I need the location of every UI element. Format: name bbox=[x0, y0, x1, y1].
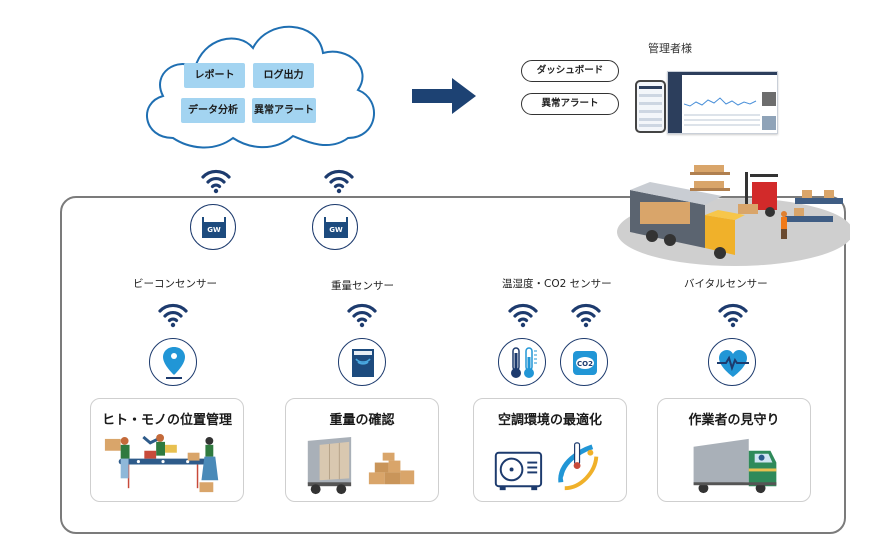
vital-sensor-icon bbox=[708, 338, 756, 386]
card-air-conditioning: 空調環境の最適化 bbox=[473, 398, 627, 502]
sensor-label-temp-co2: 温湿度・CO2 センサー bbox=[502, 278, 612, 290]
truck-boxes-illustration bbox=[307, 436, 415, 495]
driver-truck-illustration bbox=[693, 438, 777, 494]
cloud-tag-log-output: ログ出力 bbox=[253, 63, 314, 88]
heartbeat-icon bbox=[717, 350, 749, 377]
co2-sensor-icon: CO2 bbox=[560, 338, 608, 386]
weight-sensor-icon bbox=[338, 338, 386, 386]
cloud-tag-report: レポート bbox=[184, 63, 245, 88]
wifi-icon bbox=[347, 303, 377, 328]
wifi-icon bbox=[201, 169, 231, 194]
co2-icon: CO2 bbox=[573, 351, 597, 375]
temperature-sensor-icon bbox=[498, 338, 546, 386]
dashboard-button[interactable]: ダッシュボード bbox=[521, 60, 619, 82]
sensor-label-weight: 重量センサー bbox=[331, 280, 394, 292]
cloud-tag-data-analysis: データ分析 bbox=[181, 98, 245, 123]
card-title: 重量の確認 bbox=[329, 413, 395, 428]
sensor-label-beacon: ビーコンセンサー bbox=[133, 278, 217, 290]
card-worker-monitoring: 作業者の見守り bbox=[657, 398, 811, 502]
anomaly-alert-button[interactable]: 異常アラート bbox=[521, 93, 619, 115]
beacon-sensor-icon bbox=[149, 338, 197, 386]
air-conditioner-illustration bbox=[494, 442, 599, 491]
card-weight-check: 重量の確認 bbox=[285, 398, 439, 502]
workers-conveyor-illustration bbox=[104, 433, 219, 493]
thermometer-icon bbox=[511, 347, 537, 378]
smartphone-dashboard-image bbox=[635, 80, 666, 133]
gateway-2: GW bbox=[312, 204, 358, 250]
card-location-management: ヒト・モノの位置管理 bbox=[90, 398, 244, 502]
card-title: 作業者の見守り bbox=[688, 413, 780, 428]
gateway-1: GW bbox=[190, 204, 236, 250]
wifi-icon bbox=[324, 169, 354, 194]
card-title: 空調環境の最適化 bbox=[497, 413, 602, 428]
site-frame bbox=[60, 196, 846, 534]
wifi-icon bbox=[508, 303, 538, 328]
wifi-icon bbox=[718, 303, 748, 328]
weight-scale-icon bbox=[352, 349, 374, 377]
co2-text: CO2 bbox=[577, 360, 593, 368]
location-pin-icon bbox=[163, 347, 185, 379]
admin-title: 管理者様 bbox=[648, 42, 692, 55]
right-arrow-icon bbox=[412, 78, 476, 114]
wifi-icon bbox=[571, 303, 601, 328]
wifi-icon bbox=[158, 303, 188, 328]
warehouse-illustration bbox=[617, 165, 850, 266]
gateway-label: GW bbox=[324, 222, 348, 238]
pc-dashboard-image bbox=[667, 71, 778, 134]
card-title: ヒト・モノの位置管理 bbox=[101, 413, 232, 428]
cloud-tag-anomaly-alert: 異常アラート bbox=[252, 98, 316, 123]
sensor-label-vital: バイタルセンサー bbox=[684, 278, 768, 290]
gateway-label: GW bbox=[202, 222, 226, 238]
